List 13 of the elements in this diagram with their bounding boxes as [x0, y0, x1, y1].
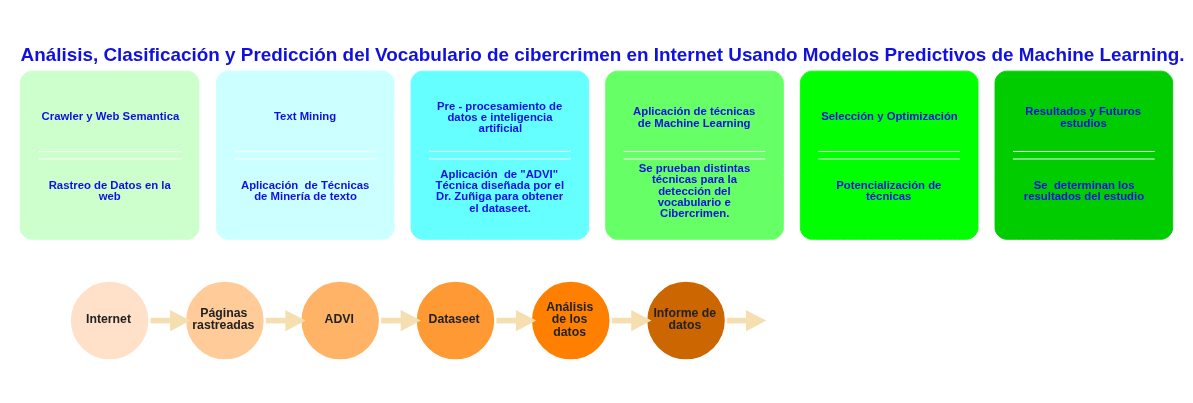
- node-box: Selección y Optimización Potencialización de técnicas: [799, 70, 979, 240]
- arrow: [381, 309, 421, 331]
- node-box: Resultados y Futuros estudios Se determinan los resultados del estudio: [994, 70, 1174, 240]
- node-box: Aplicación de técnicas de Machine Learning Se prueban distintas técnicas para la detección del vocabulario e Cibercrimen.: [605, 70, 784, 240]
- arrow: [496, 309, 537, 331]
- arrow: [726, 309, 767, 331]
- node-box: Text Mining Aplicación de Técnicas de Minería de texto: [215, 70, 395, 240]
- node-box: Pre - procesamiento de datos e inteligencia artificial Aplicación de "ADVI" Técnica diseñada por el Dr. Zuñiga para obtener el dataseet.: [410, 70, 590, 240]
- arrow: [265, 309, 306, 331]
- diagram-title: Análisis, Clasificación y Predicción del Vocabulario de cibercrimen en Internet Usando Modelos Predictivos de Machine Learning.: [20, 43, 1185, 65]
- arrow: [150, 309, 191, 331]
- arrow: [611, 309, 652, 331]
- node-box: Crawler y Web Semantica Rastreo de Datos en la web: [19, 70, 200, 240]
